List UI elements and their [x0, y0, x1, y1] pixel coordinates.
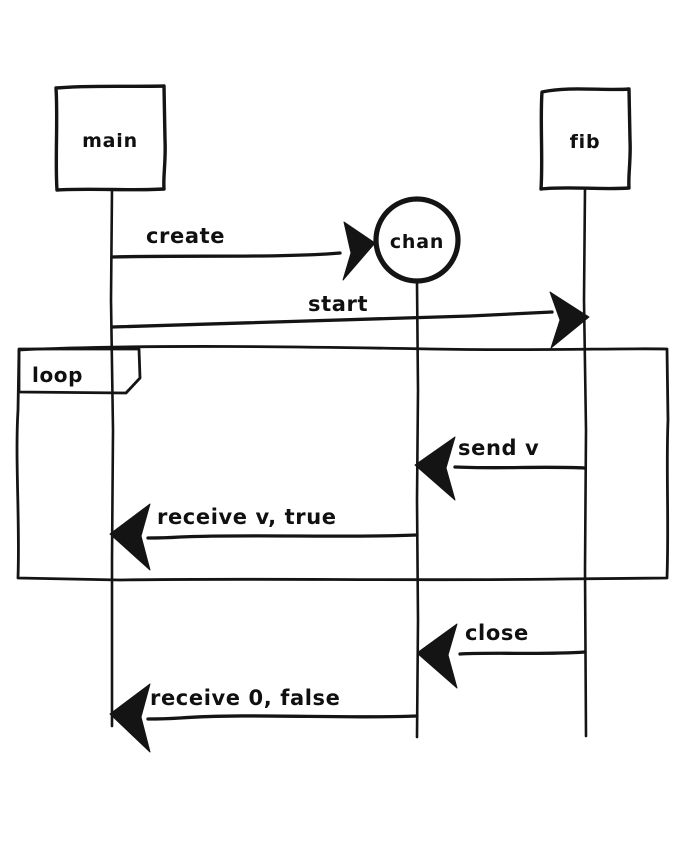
participant-main[interactable]: main — [54, 84, 167, 192]
message-receive-0-false-arrowhead — [109, 683, 151, 753]
message-start-label: start — [308, 292, 368, 316]
message-create-line — [110, 251, 342, 259]
participant-chan-label: chan — [390, 231, 444, 253]
message-start-arrowhead — [549, 291, 590, 349]
participant-fib-box — [539, 87, 632, 191]
message-close-arrowhead — [416, 623, 458, 689]
message-send-v-label: send v — [458, 436, 539, 460]
loop-fragment: loop — [15, 345, 670, 582]
message-start[interactable]: start — [110, 291, 590, 349]
message-create-arrowhead — [342, 221, 376, 281]
message-receive-v-true-line — [146, 533, 419, 540]
participant-main-box — [54, 84, 167, 192]
message-close[interactable]: close — [416, 621, 587, 689]
message-receive-0-false-line — [146, 714, 419, 721]
lifeline-fib — [582, 186, 588, 738]
message-close-label: close — [465, 621, 529, 645]
message-close-line — [458, 650, 587, 656]
message-receive-0-false-label: receive 0, false — [150, 686, 340, 710]
loop-label-tab — [17, 347, 142, 395]
lifeline-chan — [415, 281, 420, 739]
message-send-v-arrowhead — [414, 436, 456, 501]
participant-fib[interactable]: fib — [539, 87, 632, 191]
lifeline-main — [109, 188, 115, 728]
loop-frame-outline — [15, 345, 670, 582]
message-receive-v-true-label: receive v, true — [157, 505, 337, 529]
message-send-v-line — [453, 465, 587, 470]
lifelines-group — [109, 186, 588, 739]
loop-frame-label: loop — [32, 363, 83, 387]
message-start-line — [110, 310, 554, 329]
participant-chan[interactable]: chan — [373, 196, 461, 284]
message-receive-0-false[interactable]: receive 0, false — [109, 683, 419, 753]
participant-chan-circle — [373, 196, 461, 284]
message-receive-v-true[interactable]: receive v, true — [109, 503, 419, 571]
message-create[interactable]: create — [110, 221, 376, 281]
participant-fib-label: fib — [570, 131, 601, 153]
message-send-v[interactable]: send v — [414, 436, 587, 501]
message-create-label: create — [146, 224, 225, 248]
participant-main-label: main — [82, 130, 138, 152]
message-receive-v-true-arrowhead — [109, 503, 151, 571]
